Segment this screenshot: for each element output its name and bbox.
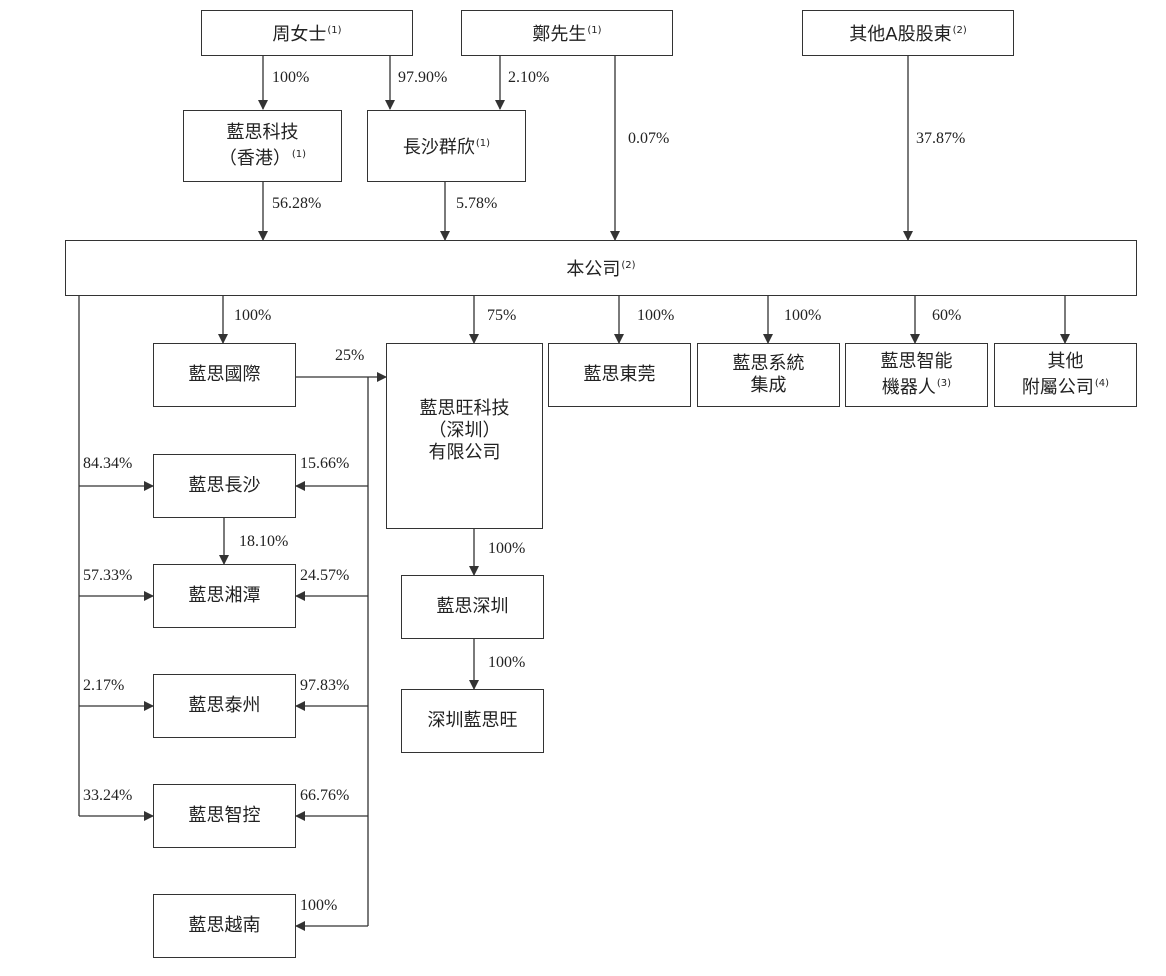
pct-company-to-taizhou: 2.17% — [83, 677, 125, 694]
box-lens-zhikong: 藍思智控 — [153, 784, 296, 848]
pct-intl-to-wang: 25% — [335, 347, 365, 364]
box-shenzhen-lenswang: 深圳藍思旺 — [401, 689, 544, 753]
box-lens-wang: 藍思旺科技 （深圳） 有限公司 — [386, 343, 543, 529]
pct-other-a-to-company: 37.87% — [916, 130, 966, 147]
pct-zhou-to-qunxin: 97.90% — [398, 69, 448, 86]
box-lens-robot: 藍思智能 機器人(3) — [845, 343, 988, 407]
pct-company-to-changsha: 84.34% — [83, 455, 133, 472]
box-lens-dongguan: 藍思東莞 — [548, 343, 691, 407]
pct-company-to-wang: 75% — [487, 307, 517, 324]
pct-company-to-robot: 60% — [932, 307, 962, 324]
pct-zheng-to-company: 0.07% — [628, 130, 670, 147]
pct-company-to-system: 100% — [784, 307, 822, 324]
pct-company-to-zhikong: 33.24% — [83, 787, 133, 804]
pct-wang-to-zhikong: 66.76% — [300, 787, 350, 804]
box-lens-taizhou: 藍思泰州 — [153, 674, 296, 738]
box-changsha-qunxin: 長沙群欣(1) — [367, 110, 526, 182]
pct-wang-to-taizhou: 97.83% — [300, 677, 350, 694]
pct-changsha-to-xiangtan: 18.10% — [239, 533, 289, 550]
pct-shenzhen-to-lenswang: 100% — [488, 654, 526, 671]
pct-wang-to-shenzhen: 100% — [488, 540, 526, 557]
box-other-a-shareholders: 其他A股股東(2) — [802, 10, 1014, 56]
box-company: 本公司(2) — [65, 240, 1137, 296]
pct-company-to-intl: 100% — [234, 307, 272, 324]
box-lens-international: 藍思國際 — [153, 343, 296, 407]
pct-zheng-to-qunxin: 2.10% — [508, 69, 550, 86]
box-lens-hk: 藍思科技 （香港）(1) — [183, 110, 342, 182]
box-zhou: 周女士(1) — [201, 10, 413, 56]
box-lens-system: 藍思系統 集成 — [697, 343, 840, 407]
box-lens-changsha: 藍思長沙 — [153, 454, 296, 518]
pct-qunxin-to-company: 5.78% — [456, 195, 498, 212]
box-lens-vietnam: 藍思越南 — [153, 894, 296, 958]
pct-hk-to-company: 56.28% — [272, 195, 322, 212]
box-lens-xiangtan: 藍思湘潭 — [153, 564, 296, 628]
box-other-subsidiaries: 其他 附屬公司(4) — [994, 343, 1137, 407]
box-lens-shenzhen: 藍思深圳 — [401, 575, 544, 639]
pct-wang-to-xiangtan: 24.57% — [300, 567, 350, 584]
pct-wang-to-vietnam: 100% — [300, 897, 338, 914]
pct-company-to-dongguan: 100% — [637, 307, 675, 324]
pct-company-to-xiangtan: 57.33% — [83, 567, 133, 584]
box-zheng: 鄭先生(1) — [461, 10, 673, 56]
pct-zhou-to-hk: 100% — [272, 69, 310, 86]
pct-wang-to-changsha: 15.66% — [300, 455, 350, 472]
